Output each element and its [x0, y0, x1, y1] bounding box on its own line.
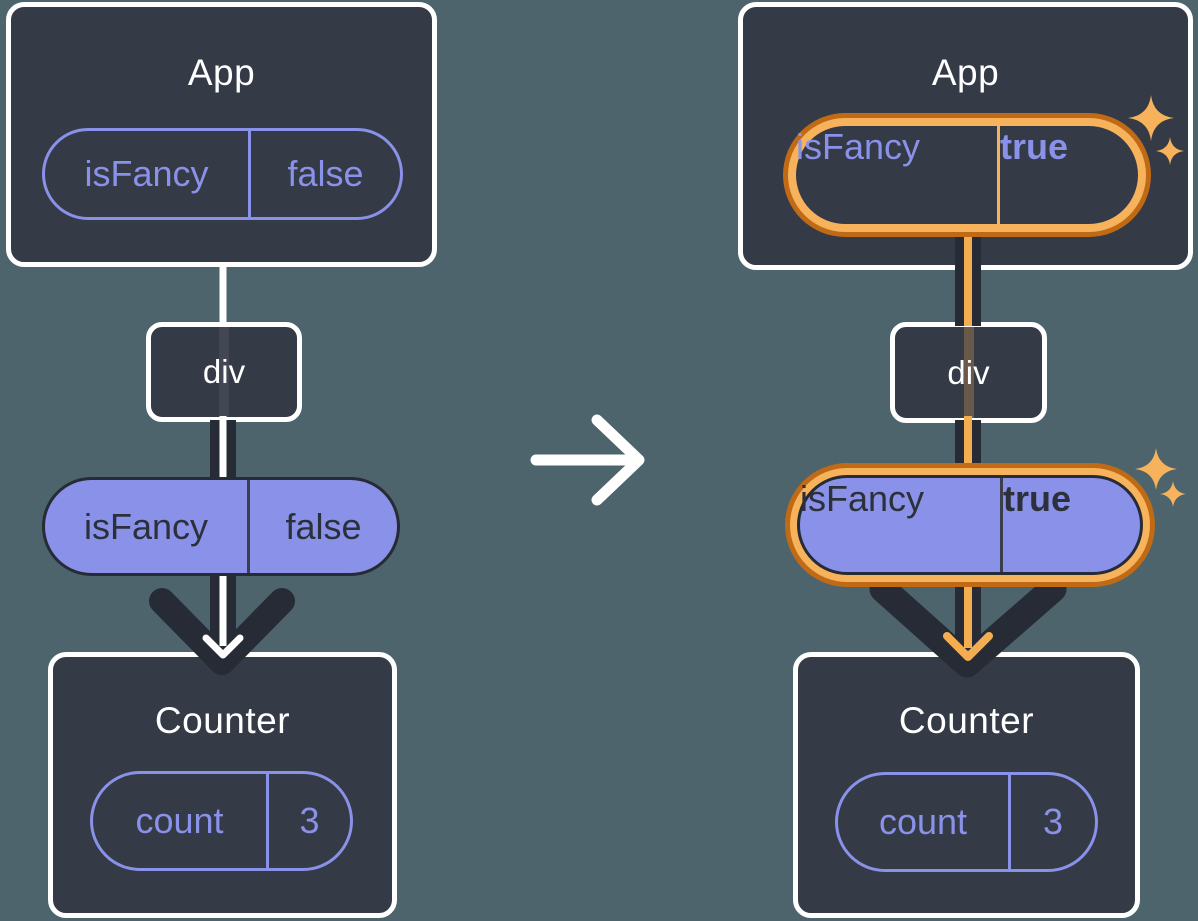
left-app-title: App: [187, 52, 256, 93]
right-counter-title: Counter: [898, 700, 1035, 741]
left-div-box: div: [146, 322, 302, 422]
right-app-state-pill: isFancy true: [796, 126, 1138, 224]
pass-through-line: [963, 327, 974, 418]
transition-arrow-icon: [530, 414, 645, 506]
state-name: count: [838, 775, 1011, 869]
right-prop-pill: isFancy true: [797, 475, 1143, 575]
right-app-title: App: [931, 52, 1000, 93]
prop-value: true: [1003, 478, 1072, 519]
right-app-state-pill-highlight: isFancy true: [783, 113, 1151, 237]
left-prop-pill: isFancy false: [42, 477, 400, 576]
left-div-label: div: [202, 353, 246, 390]
state-name: count: [93, 774, 269, 868]
prop-value: false: [285, 505, 362, 547]
state-value: 3: [299, 800, 320, 841]
state-value: 3: [1042, 801, 1064, 842]
sparkle-icon: [1135, 448, 1177, 490]
prop-name: isFancy: [800, 478, 1003, 572]
state-value: true: [1000, 126, 1069, 167]
state-name: isFancy: [45, 131, 251, 217]
left-counter-title: Counter: [154, 700, 291, 741]
sparkle-icon: [1160, 481, 1186, 507]
left-app-state-pill: isFancy false: [42, 128, 403, 220]
right-div-label: div: [947, 353, 990, 391]
state-name: isFancy: [796, 126, 1000, 224]
state-value: false: [287, 153, 364, 194]
left-counter-state-pill: count 3: [90, 771, 353, 871]
right-div-box: div: [890, 322, 1047, 423]
right-prop-pill-highlight: isFancy true: [785, 463, 1155, 587]
prop-name: isFancy: [45, 480, 250, 573]
pass-through-line: [219, 327, 229, 417]
right-counter-state-pill: count 3: [835, 772, 1098, 872]
